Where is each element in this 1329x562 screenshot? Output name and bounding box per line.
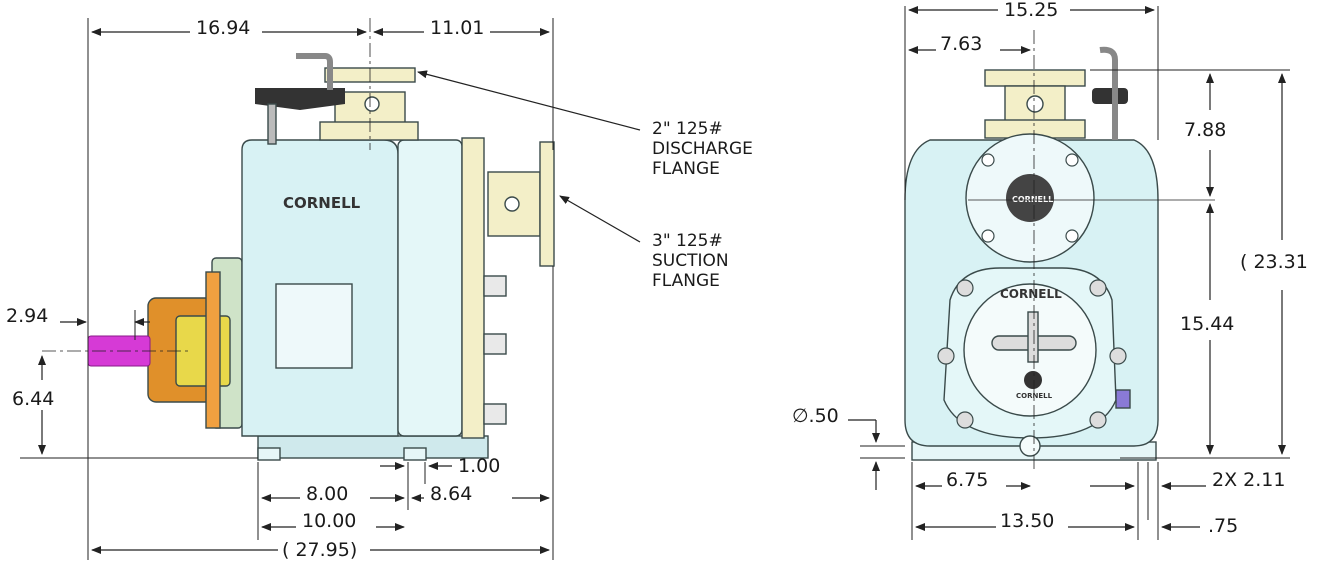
side-volute: [397, 139, 463, 437]
front-vent-pipe: [1099, 46, 1118, 140]
side-coupling-inner: [175, 315, 231, 387]
dim-2x-2-11: 2X 2.11: [1212, 469, 1285, 491]
dim-15-44: 15.44: [1180, 313, 1234, 335]
dim-6-44: 6.44: [12, 388, 54, 410]
dim-16-94: 16.94: [196, 17, 250, 39]
dim-27-95: ( 27.95): [282, 539, 357, 561]
side-coupling-ring: [205, 271, 221, 429]
front-handle-stem: [1027, 311, 1039, 363]
callout-suction-line1: 3" 125#: [652, 231, 723, 251]
callout-discharge-line1: 2" 125#: [652, 119, 723, 139]
dim-11-01: 11.01: [430, 17, 484, 39]
front-knob: [1092, 88, 1128, 104]
dim-8-00: 8.00: [306, 483, 348, 505]
callout-suction-line2: SUCTION: [652, 251, 729, 271]
front-logo-top: CORNELL: [1000, 287, 1062, 301]
dim-23-31: ( 23.31: [1240, 251, 1308, 273]
front-logo-small: CORNELL: [1016, 392, 1053, 400]
dim-8-64: 8.64: [430, 483, 472, 505]
callout-suction-line3: FLANGE: [652, 271, 720, 291]
side-view: CORNELL: [6, 17, 753, 561]
front-drain: [1019, 435, 1041, 457]
side-base: [257, 435, 489, 459]
front-suction-center: [1006, 174, 1054, 222]
callout-discharge-line2: DISCHARGE: [652, 139, 753, 159]
dim-6-75: 6.75: [946, 469, 988, 491]
callout-discharge-line3: FLANGE: [652, 159, 720, 179]
front-logo-center: CORNELL: [1012, 195, 1053, 204]
dim-15-25: 15.25: [1004, 0, 1058, 21]
front-view: CORNELL CORNELL CORNELL: [792, 0, 1308, 540]
front-discharge-plug: [1026, 95, 1044, 113]
side-drain-plugs: [483, 275, 507, 425]
front-suction-bolts: [981, 153, 1079, 243]
side-bolt-posts: [267, 103, 277, 145]
side-top-handle: [255, 88, 345, 110]
side-discharge-plug: [364, 96, 380, 112]
side-suction-plug: [504, 196, 520, 212]
side-logo: CORNELL: [283, 194, 361, 212]
dim-2-94: 2.94: [6, 305, 48, 327]
front-discharge-flange: [984, 69, 1086, 87]
dim-7-88: 7.88: [1184, 119, 1226, 141]
side-window: [275, 283, 353, 369]
dim-13-50: 13.50: [1000, 510, 1054, 532]
dim-7-63: 7.63: [940, 33, 982, 55]
side-foot-right: [403, 447, 427, 461]
side-discharge-base: [319, 121, 419, 141]
dim-hole-dia: ∅.50: [792, 405, 839, 427]
dim-10-00: 10.00: [302, 510, 356, 532]
side-foot-left: [257, 447, 281, 461]
side-vent-pipe: [296, 53, 333, 90]
dim-0-75: .75: [1208, 515, 1238, 537]
side-rear-plate: [461, 137, 485, 439]
front-cover-bolts: [937, 279, 1127, 429]
front-small-logo: [1024, 371, 1042, 389]
front-side-fitting: [1115, 389, 1131, 409]
side-suction-flange: [539, 141, 555, 267]
dim-1-00: 1.00: [458, 455, 500, 477]
